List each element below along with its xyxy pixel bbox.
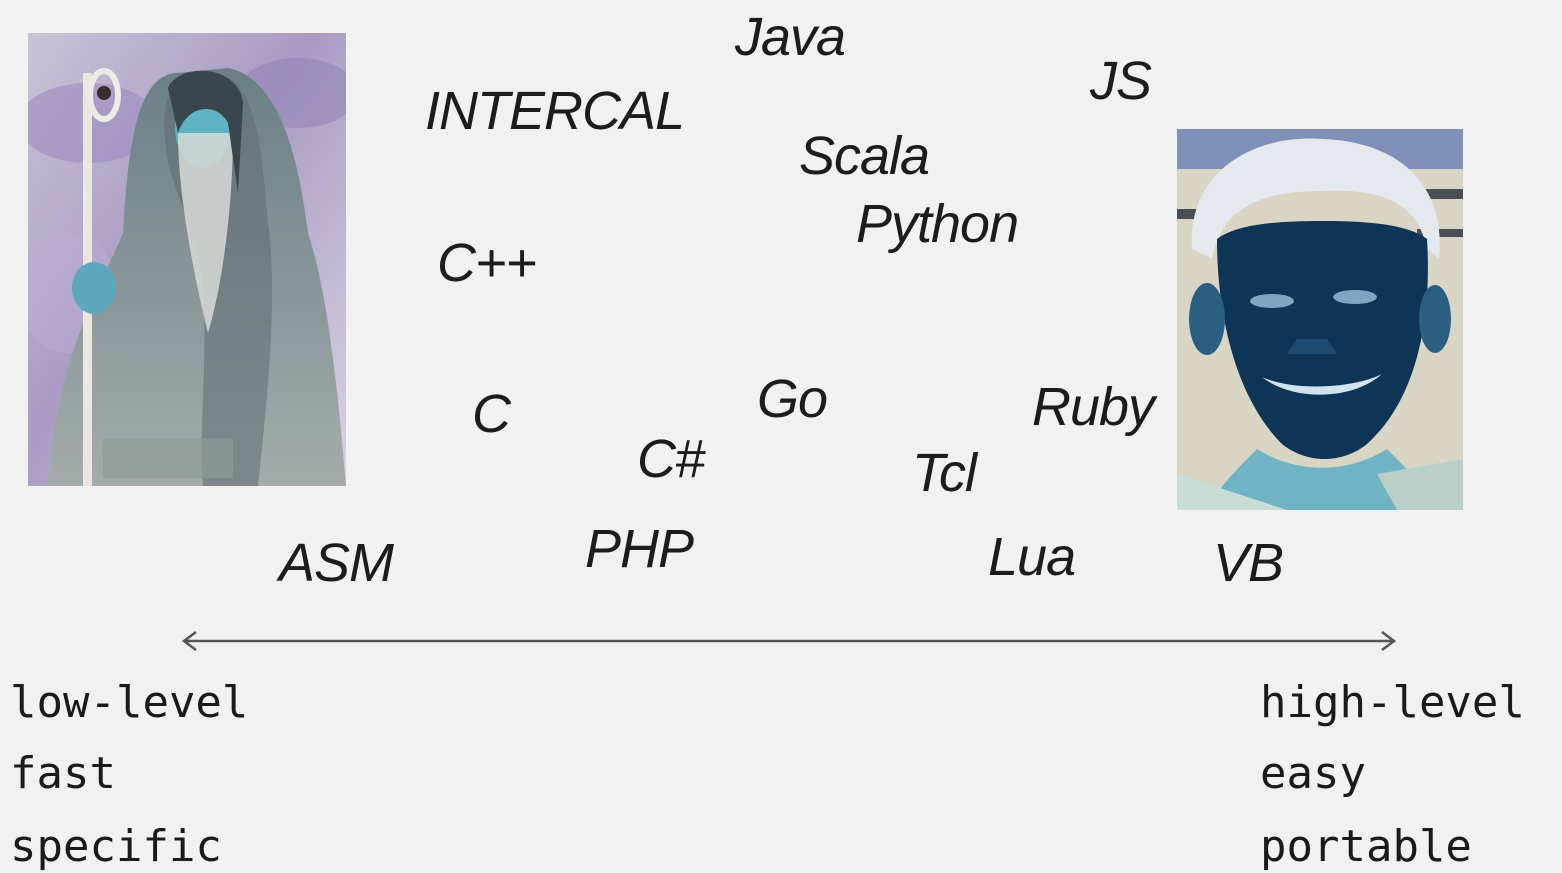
- language-go: Go: [757, 369, 828, 429]
- language-java: Java: [735, 7, 846, 67]
- language-php: PHP: [585, 519, 694, 579]
- language-vb: VB: [1213, 533, 1284, 593]
- language-lua: Lua: [988, 527, 1076, 587]
- language-csharp: C#: [637, 429, 705, 489]
- language-asm: ASM: [279, 533, 394, 593]
- high-end-label-portability: portable: [1260, 821, 1472, 872]
- low-end-label-level: low-level: [10, 677, 249, 728]
- smiling-boy-portrait: [1177, 129, 1463, 510]
- language-python: Python: [856, 194, 1019, 254]
- language-c: C: [472, 384, 511, 444]
- low-end-label-speed: fast: [10, 748, 116, 799]
- high-end-label-ease: easy: [1260, 748, 1366, 799]
- language-tcl: Tcl: [912, 443, 977, 503]
- low-end-label-portability: specific: [10, 821, 222, 872]
- language-intercal: INTERCAL: [425, 81, 685, 141]
- language-cpp: C++: [437, 233, 537, 293]
- language-ruby: Ruby: [1032, 377, 1155, 437]
- wizard-portrait: [28, 33, 346, 486]
- language-scala: Scala: [799, 126, 930, 186]
- high-end-label-level: high-level: [1260, 677, 1525, 728]
- language-js: JS: [1090, 51, 1152, 111]
